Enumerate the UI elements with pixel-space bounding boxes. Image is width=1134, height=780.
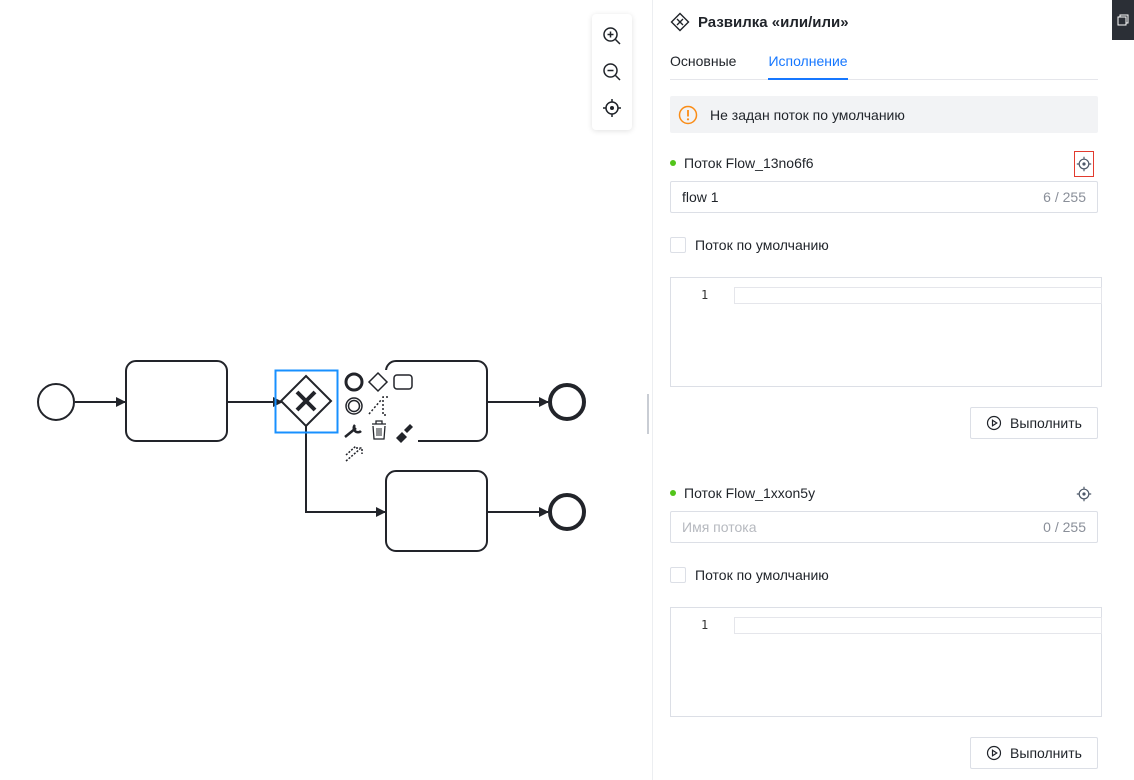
task-1[interactable] bbox=[125, 360, 228, 442]
panel-title: Развилка «или/или» bbox=[698, 13, 849, 31]
run-button[interactable]: Выполнить bbox=[970, 737, 1098, 769]
locate-flow-button[interactable] bbox=[1074, 151, 1094, 177]
flow-title: Поток Flow_13no6f6 bbox=[684, 155, 814, 171]
trash-icon[interactable] bbox=[372, 420, 386, 440]
zoom-controls bbox=[592, 14, 632, 130]
sequence-flow[interactable] bbox=[305, 426, 386, 517]
flow-name-input[interactable] bbox=[682, 189, 1044, 205]
append-gateway-icon[interactable] bbox=[367, 371, 389, 393]
zoom-out-button[interactable] bbox=[598, 58, 626, 86]
zoom-in-icon bbox=[603, 27, 621, 45]
append-task-icon[interactable] bbox=[393, 374, 413, 390]
bpmn-diagram[interactable] bbox=[0, 0, 652, 780]
end-event-1[interactable] bbox=[548, 383, 586, 421]
flow-name-field[interactable]: 0 / 255 bbox=[670, 511, 1098, 543]
condition-editor[interactable]: 1 bbox=[670, 277, 1102, 387]
play-circle-icon bbox=[986, 415, 1002, 431]
default-flow-row: Поток по умолчанию bbox=[670, 565, 829, 585]
wrench-icon[interactable] bbox=[344, 424, 362, 438]
color-brush-icon[interactable] bbox=[396, 424, 413, 443]
flow-section-2: Поток Flow_1xxon5y 0 / 255 Поток по умол… bbox=[670, 481, 1102, 769]
start-event[interactable] bbox=[37, 383, 75, 421]
default-flow-label: Поток по умолчанию bbox=[695, 237, 829, 253]
tab-execution[interactable]: Исполнение bbox=[768, 42, 848, 80]
char-counter: 0 / 255 bbox=[1043, 519, 1086, 535]
default-flow-checkbox[interactable] bbox=[670, 237, 686, 253]
text-annotation-icon[interactable] bbox=[368, 396, 388, 416]
condition-editor[interactable]: 1 bbox=[670, 607, 1102, 717]
code-line[interactable] bbox=[734, 617, 1102, 634]
append-end-event-icon[interactable] bbox=[344, 372, 364, 392]
fit-view-button[interactable] bbox=[598, 94, 626, 122]
warning-icon bbox=[678, 105, 698, 124]
warning-text: Не задан поток по умолчанию bbox=[710, 106, 905, 123]
flow-title: Поток Flow_1xxon5y bbox=[684, 485, 816, 501]
default-flow-checkbox[interactable] bbox=[670, 567, 686, 583]
play-circle-icon bbox=[986, 745, 1002, 761]
status-dot bbox=[670, 160, 676, 166]
code-line[interactable] bbox=[734, 287, 1102, 304]
locate-flow-button[interactable] bbox=[1074, 481, 1094, 507]
run-button[interactable]: Выполнить bbox=[970, 407, 1098, 439]
flow-header: Поток Flow_1xxon5y bbox=[670, 481, 1102, 505]
tab-general[interactable]: Основные bbox=[670, 53, 737, 69]
end-event-2[interactable] bbox=[548, 493, 586, 531]
diagram-canvas[interactable] bbox=[0, 0, 652, 780]
line-number: 1 bbox=[701, 288, 709, 302]
selection-outline bbox=[274, 369, 339, 434]
default-flow-row: Поток по умолчанию bbox=[670, 235, 829, 255]
intermediate-event-inner-ring bbox=[347, 399, 361, 413]
copy-icon bbox=[1117, 14, 1129, 26]
gateway-x-marker bbox=[295, 390, 317, 412]
zoom-in-button[interactable] bbox=[598, 22, 626, 50]
char-counter: 6 / 255 bbox=[1043, 189, 1086, 205]
flow-header: Поток Flow_13no6f6 bbox=[670, 151, 1102, 177]
panel-header: Развилка «или/или» bbox=[670, 10, 849, 34]
run-button-label: Выполнить bbox=[1010, 415, 1082, 431]
flow-name-field[interactable]: 6 / 255 bbox=[670, 181, 1098, 213]
collapse-panel-button[interactable] bbox=[1112, 0, 1134, 40]
properties-panel: Развилка «или/или» Основные Исполнение Н… bbox=[652, 0, 1134, 780]
locate-icon bbox=[1076, 156, 1092, 172]
gateway-icon bbox=[670, 12, 690, 32]
flow-section-1: Поток Flow_13no6f6 6 / 255 Поток по умол… bbox=[670, 151, 1102, 439]
locate-icon bbox=[1076, 486, 1092, 502]
panel-tabs: Основные Исполнение bbox=[670, 42, 1098, 80]
flow-name-input[interactable] bbox=[682, 519, 1044, 535]
panel-resize-handle[interactable] bbox=[647, 394, 649, 434]
line-number: 1 bbox=[701, 618, 709, 632]
connect-icon[interactable] bbox=[345, 445, 363, 462]
default-flow-label: Поток по умолчанию bbox=[695, 567, 829, 583]
zoom-out-icon bbox=[603, 63, 621, 81]
locate-icon bbox=[603, 99, 621, 117]
warning-alert: Не задан поток по умолчанию bbox=[670, 96, 1098, 133]
task-3[interactable] bbox=[385, 470, 488, 552]
status-dot bbox=[670, 490, 676, 496]
run-button-label: Выполнить bbox=[1010, 745, 1082, 761]
